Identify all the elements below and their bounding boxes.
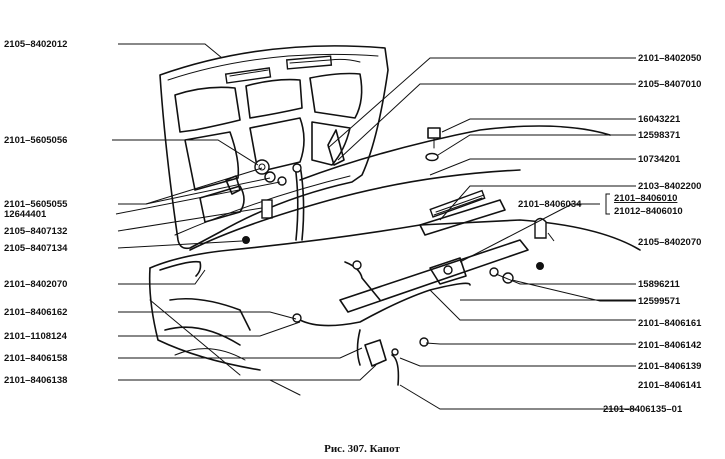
label-cable-clip: 2101–8406162	[4, 307, 67, 318]
label-lever-axle: 2101–8406139	[638, 361, 701, 372]
figure-caption: Рис. 307. Капот	[324, 443, 400, 455]
label-latch: 2101–8406010	[614, 193, 677, 204]
label-grommet: 2101–1108124	[4, 331, 68, 342]
label-bolt: 16043221	[638, 114, 681, 125]
hood-drawing	[148, 45, 641, 396]
label-hinge: 2101–5605055	[4, 199, 68, 210]
hood-panel	[159, 45, 389, 250]
label-nut: 10734201	[638, 154, 681, 165]
label-prop-rod: 2105–8407010	[638, 79, 701, 90]
label-release-lever: 2101–8406135–01	[603, 404, 683, 415]
label-seal: 2103–8402200	[638, 181, 701, 192]
label-bumper-right: 2105–8402070	[638, 237, 701, 248]
label-bumper-left: 2101–8402070	[4, 279, 67, 290]
leader-lines	[112, 43, 636, 410]
label-bolt-2: 15896211	[638, 279, 680, 290]
label-washer: 12644401	[4, 209, 47, 220]
label-latch-alt: 21012–8406010	[614, 206, 683, 217]
label-cable: 2101–8406161	[638, 318, 702, 329]
label-prop-rod-clip: 2105–8407134	[4, 243, 68, 254]
label-latch-spring: 2101–8406034	[518, 199, 582, 210]
label-release-handle: 2101–8406138	[4, 375, 67, 386]
label-nut-2: 12599571	[638, 296, 681, 307]
label-cable-tip: 2101–8406142	[638, 340, 701, 351]
label-hinge-bolt: 2101–5605056	[4, 135, 67, 146]
label-hood-panel: 2105–8402012	[4, 39, 67, 50]
label-spring-washer: 12598371	[638, 130, 681, 141]
label-cable-sheath: 2101–8406158	[4, 353, 67, 364]
label-prop-rod-bracket: 2105–8407132	[4, 226, 67, 237]
label-lock-bracket: 2101–8402050	[638, 53, 701, 64]
label-lever-spring: 2101–8406141	[638, 380, 702, 391]
part-labels: 2105–8402012 2101–5605056 2101–5605055 1…	[4, 39, 702, 455]
